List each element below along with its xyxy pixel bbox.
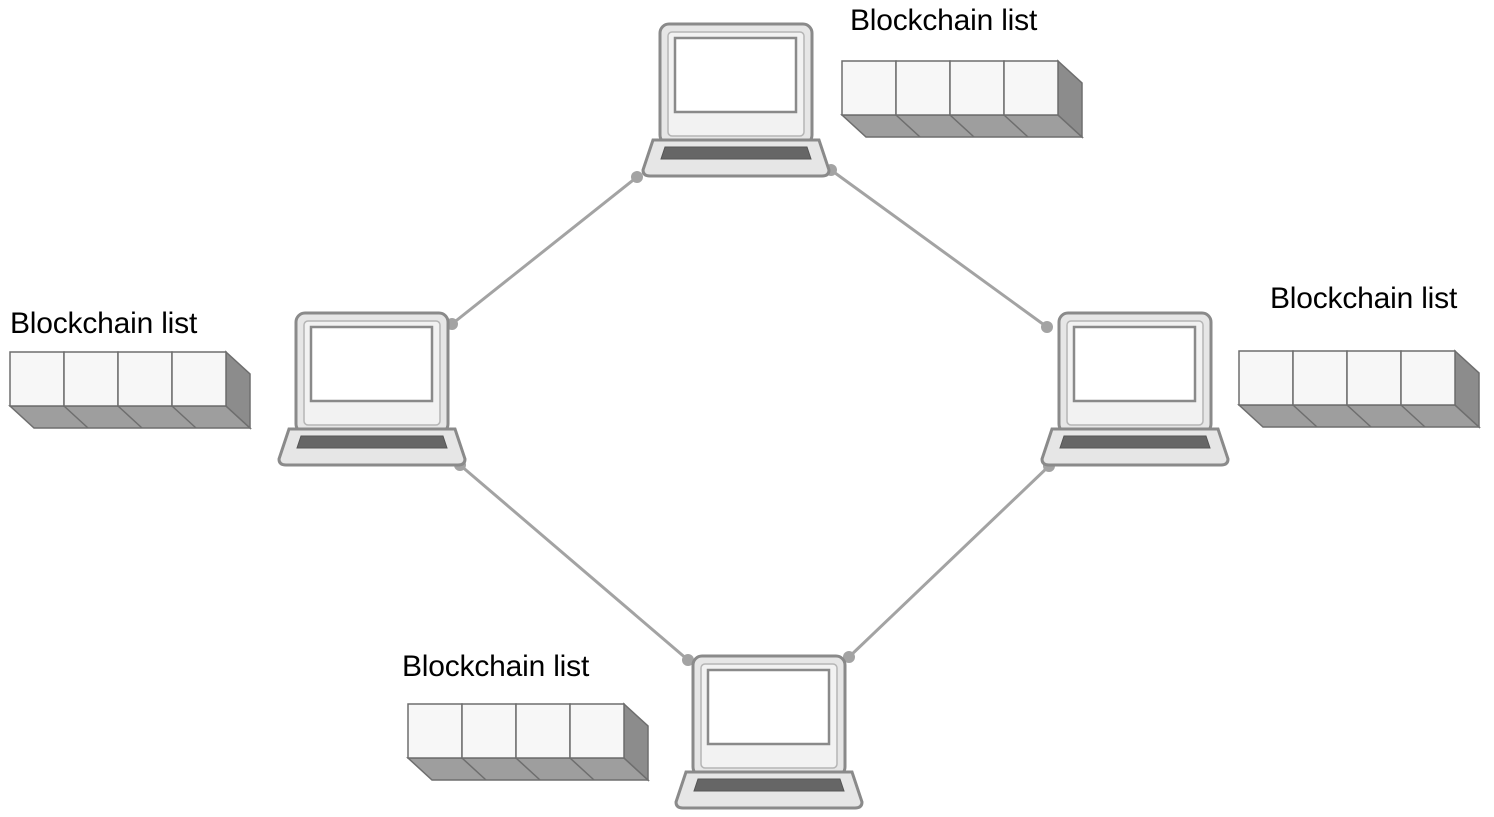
block — [171, 351, 227, 407]
block-divider — [949, 114, 975, 138]
block-divider — [515, 757, 541, 781]
block-divider — [63, 405, 89, 429]
block-divider — [461, 757, 487, 781]
connection-endpoint — [1041, 321, 1053, 333]
block — [1292, 350, 1348, 406]
connection-line — [847, 464, 1051, 659]
block — [895, 60, 951, 116]
laptop-screen — [309, 325, 434, 403]
connection-line — [459, 463, 689, 662]
laptop-keyboard — [693, 778, 845, 792]
block — [569, 703, 625, 759]
laptop-icon — [1040, 311, 1230, 467]
laptop-keyboard — [660, 146, 812, 160]
connection-endpoint — [682, 654, 694, 666]
connection-endpoint — [843, 651, 855, 663]
laptop-keyboard — [296, 435, 448, 449]
block-divider — [1400, 404, 1426, 428]
block-divider — [569, 757, 595, 781]
block — [1346, 350, 1402, 406]
block — [1400, 350, 1456, 406]
node-right-label: Blockchain list — [1270, 282, 1458, 315]
block — [1003, 60, 1059, 116]
blockchain-lists — [8, 59, 1481, 782]
laptop-screen — [673, 36, 798, 114]
nodes — [277, 22, 1230, 810]
block — [841, 60, 897, 116]
blockchain-list — [840, 59, 1084, 139]
block — [949, 60, 1005, 116]
block — [407, 703, 463, 759]
block-divider — [171, 405, 197, 429]
node-left-label: Blockchain list — [10, 307, 198, 340]
connection-top-left — [446, 171, 643, 330]
block-divider — [117, 405, 143, 429]
connection-top-right — [825, 164, 1053, 333]
block — [63, 351, 119, 407]
laptop-screen — [1072, 325, 1197, 403]
block — [461, 703, 517, 759]
block-divider — [1346, 404, 1372, 428]
connection-right-bottom — [843, 460, 1055, 663]
block-divider — [895, 114, 921, 138]
block — [515, 703, 571, 759]
blockchain-list — [1237, 349, 1481, 429]
blockchain-list — [8, 350, 252, 430]
connection-endpoint — [631, 171, 643, 183]
node-top-label: Blockchain list — [850, 4, 1038, 37]
connection-line — [451, 175, 638, 326]
block-divider — [1292, 404, 1318, 428]
block — [9, 351, 65, 407]
laptop-keyboard — [1059, 435, 1211, 449]
blockchain-list — [406, 702, 650, 782]
laptop-screen — [706, 668, 831, 746]
laptop-icon — [641, 22, 831, 178]
connections — [446, 164, 1055, 666]
laptop-icon — [277, 311, 467, 467]
block — [117, 351, 173, 407]
laptop-icon — [674, 654, 864, 810]
connection-left-bottom — [454, 459, 694, 666]
block — [1238, 350, 1294, 406]
node-bottom-label: Blockchain list — [402, 650, 590, 683]
block-divider — [1003, 114, 1029, 138]
connection-line — [830, 168, 1048, 329]
